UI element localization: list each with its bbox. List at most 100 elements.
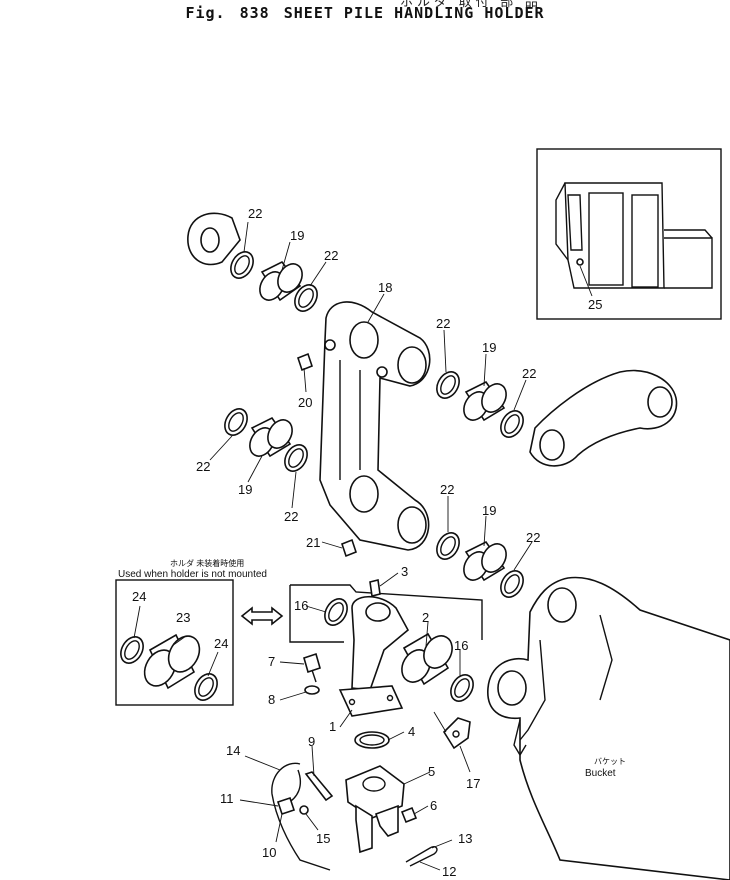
ring-16 (450, 674, 474, 702)
seal-ring (284, 444, 308, 472)
callout-18: 18 (378, 280, 392, 295)
bucket-label-jp: バケット (594, 757, 626, 766)
boom-end-top-bore (200, 227, 220, 253)
callout-17: 17 (466, 776, 480, 791)
bracket-5-top (345, 765, 405, 819)
holder-top-bore (365, 602, 391, 622)
flange-hole (348, 698, 356, 706)
callout-22: 22 (526, 530, 540, 545)
seal-ring (294, 284, 318, 312)
callout-19: 19 (482, 340, 496, 355)
bolt-7-head (303, 652, 321, 674)
callout-20: 20 (298, 395, 312, 410)
callout-4: 4 (408, 724, 415, 739)
fitting-20 (297, 352, 313, 372)
seal-ring (230, 251, 254, 279)
cab-body (564, 182, 665, 289)
bucket-contour (599, 614, 613, 701)
screw-3 (369, 579, 381, 597)
bucket-label-en: Bucket (585, 768, 616, 779)
seal-ring-inner (440, 536, 456, 556)
grease-fitting (376, 366, 388, 378)
bushing-end-far (277, 263, 303, 293)
link-bore-bottom-right (397, 506, 427, 544)
holder-group-frame (290, 584, 483, 640)
callout-22: 22 (324, 248, 338, 263)
seal-ring (500, 410, 524, 438)
bushing-end-far (481, 543, 507, 573)
bucket (487, 576, 730, 880)
arm-link-bore (647, 386, 673, 418)
ring-24 (194, 673, 218, 701)
callout-22: 22 (248, 206, 262, 221)
seal-ring-inner (440, 375, 456, 395)
ring-24 (120, 636, 144, 664)
callout-25: 25 (588, 297, 602, 312)
plate-17-hole (452, 730, 460, 738)
seal-ring (224, 408, 248, 436)
holder-note-en: Used when holder is not mounted (118, 569, 267, 580)
o-ring-4-inner (359, 734, 385, 746)
part25-bracket (576, 258, 584, 266)
flange-hole (386, 694, 394, 702)
bucket-body (487, 576, 730, 880)
japanese-title: ホルダ 取付 部 品 (400, 0, 542, 9)
callout-7: 7 (268, 654, 275, 669)
cab-front-window (567, 194, 583, 251)
bushing-2-end-far (423, 635, 453, 669)
callout-3: 3 (401, 564, 408, 579)
arm-link (529, 369, 678, 467)
callout-6: 6 (430, 798, 437, 813)
fig-number: 838 (239, 4, 270, 22)
callout-numbers: 22 19 22 18 22 19 22 20 22 19 22 21 22 1… (132, 206, 602, 879)
leader-lines (133, 221, 533, 871)
bracket-5-leg (355, 804, 373, 854)
callout-22: 22 (440, 482, 454, 497)
bucket-tooth (513, 719, 527, 757)
figure-title: Fig. 838 SHEET PILE HANDLING HOLDER (0, 4, 730, 22)
seal-ring-inner (234, 255, 250, 275)
link-bore-top-right (397, 346, 427, 384)
fitting-21 (341, 538, 357, 558)
leader-25 (579, 265, 593, 297)
link-bore-bottom-left (349, 475, 379, 513)
callout-15: 15 (316, 831, 330, 846)
double-arrow (240, 606, 284, 626)
cab-window (631, 194, 659, 288)
callout-24: 24 (214, 636, 228, 651)
seal-ring-inner (504, 574, 520, 594)
callout-19: 19 (482, 503, 496, 518)
inset-frame (536, 148, 722, 320)
pin-9 (304, 771, 334, 802)
callout-21: 21 (306, 535, 320, 550)
cab-door (588, 192, 624, 286)
clip-10 (276, 796, 296, 816)
seal-ring-inner (288, 448, 304, 468)
seal-ring (500, 570, 524, 598)
bracket-5 (345, 765, 405, 854)
bolt-7-shank (311, 669, 317, 683)
leader-20 (303, 367, 307, 393)
link-frame (319, 301, 431, 551)
callout-5: 5 (428, 764, 435, 779)
callout-16: 16 (454, 638, 468, 653)
bucket-bore-lower (497, 670, 527, 706)
callout-22: 22 (196, 459, 210, 474)
cab-housing (664, 237, 713, 289)
seal-ring (436, 532, 460, 560)
callout-14: 14 (226, 743, 240, 758)
wire-11 (271, 762, 331, 871)
callout-9: 9 (308, 734, 315, 749)
split-pin-12 (405, 845, 438, 867)
plate-17 (442, 717, 471, 750)
link-bore-top-left (349, 321, 379, 359)
callout-16: 16 (294, 598, 308, 613)
holder-body (338, 596, 410, 717)
alternate-kit-box (115, 579, 234, 706)
cab-side (555, 182, 569, 261)
ring-16-inner (454, 678, 470, 698)
ring-15 (299, 805, 309, 815)
arm-link-bore (539, 429, 565, 461)
callout-19: 19 (290, 228, 304, 243)
